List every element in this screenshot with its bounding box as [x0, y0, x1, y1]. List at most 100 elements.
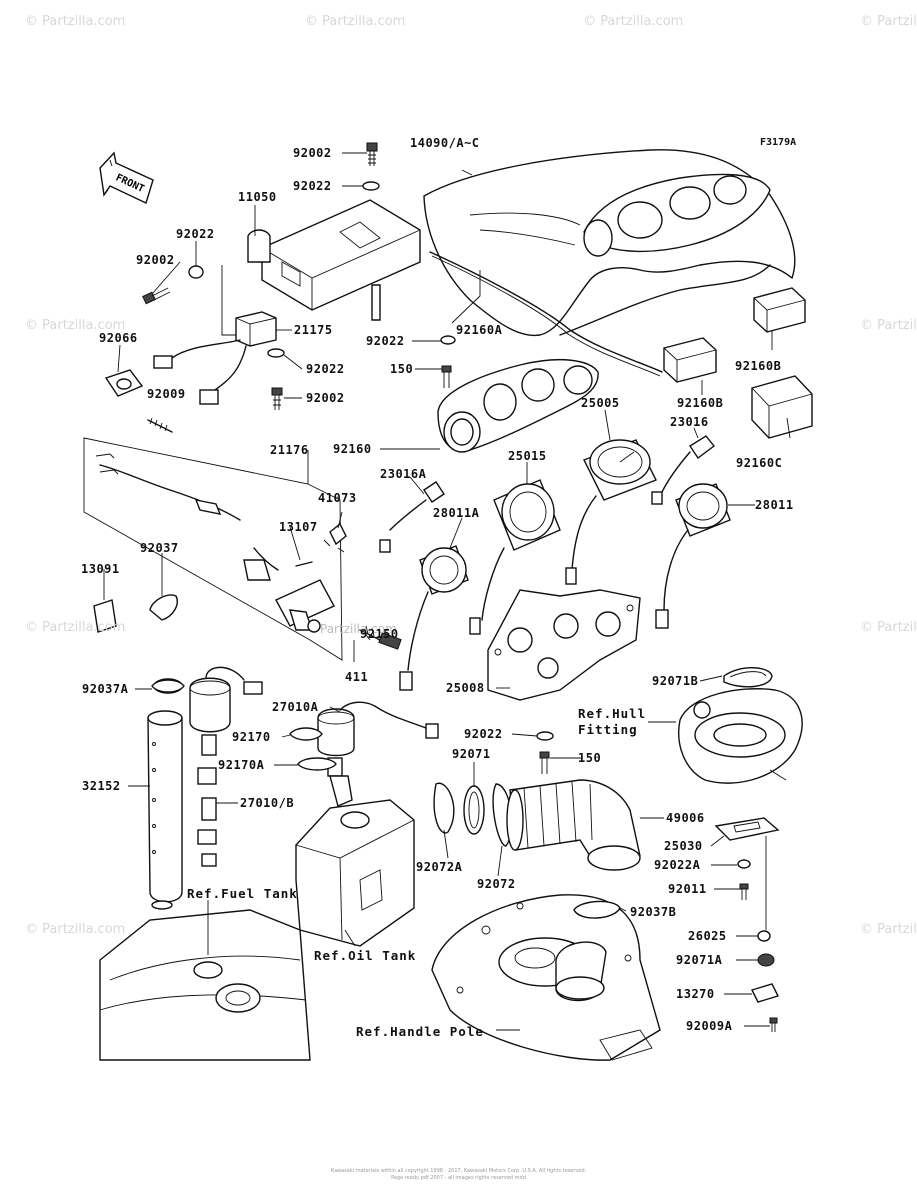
part-label: 92072: [477, 877, 516, 891]
gauge-25015: [469, 479, 561, 635]
part-label: 150: [578, 751, 602, 765]
part-label: 25030: [664, 839, 703, 853]
part-label: 92002: [306, 391, 345, 405]
watermark: © Partzilla.com: [860, 620, 917, 635]
part-label: 92022: [293, 179, 332, 193]
mount-bracket: [247, 199, 421, 321]
bolt-92002-mid-icon: [271, 387, 283, 410]
part-label: 11050: [238, 190, 277, 204]
ref-handle-pole-label: Ref.Handle Pole: [356, 1024, 484, 1039]
part-label: 25005: [581, 396, 620, 410]
grommet-92066: [104, 369, 144, 397]
clip-41073: [323, 522, 347, 553]
gauge-28011A: [399, 545, 469, 691]
part-label: 92037A: [82, 682, 129, 696]
part-label: 27010A: [272, 700, 319, 714]
part-label: 27010/B: [240, 796, 295, 810]
part-label: 92071A: [676, 953, 723, 967]
part-label: 92071: [452, 747, 491, 761]
screw-92009-icon: [147, 417, 173, 433]
gasket-plate-25008: [487, 589, 641, 701]
part-label: 92022: [464, 727, 503, 741]
part-label: 23016A: [380, 467, 427, 481]
fuel-tank: [99, 909, 311, 1061]
watermark: © Partzilla.com: [25, 14, 126, 29]
part-label: 92160A: [456, 323, 503, 337]
watermark: © Partzilla.com: [25, 922, 126, 937]
handle-pole: [431, 894, 661, 1061]
part-label: 92160: [333, 442, 372, 456]
part-label: 92037: [140, 541, 179, 555]
part-label: 14090/A~C: [410, 136, 480, 150]
ref-hull-label: Ref.Hull: [578, 706, 647, 721]
part-label: 92022: [366, 334, 405, 348]
part-label: 92022: [306, 362, 345, 376]
part-label: 28011A: [433, 506, 480, 520]
filler-tube-32152: [147, 678, 183, 910]
foam-pads: [663, 287, 813, 439]
bolt-92002-top-icon: [366, 142, 378, 166]
clamp-92037A-icon: [151, 679, 185, 693]
washer-92022-left-icon: [188, 265, 204, 279]
bellows-49006: [506, 779, 641, 871]
watermark-center: Partzilla.com: [320, 622, 397, 636]
part-label: 92071B: [652, 674, 699, 688]
part-label: 25008: [446, 681, 485, 695]
part-label: 92022: [176, 227, 215, 241]
watermark: © Partzilla.com: [583, 14, 684, 29]
part-label: 92002: [136, 253, 175, 267]
part-label: 92002: [293, 146, 332, 160]
part-label: 92160B: [735, 359, 782, 373]
washer-92022-top-icon: [362, 181, 380, 191]
cap-26025-icon: [757, 930, 771, 942]
part-label: 92150: [360, 627, 399, 641]
oil-tank: [295, 799, 415, 947]
part-label: 92160C: [736, 456, 783, 470]
switch-25030: [714, 817, 780, 841]
hull-fitting: [678, 667, 803, 784]
front-arrow-icon: FRONT: [99, 151, 154, 204]
part-label: 13107: [279, 520, 318, 534]
washer-92022A-icon: [737, 859, 751, 869]
leader-lines: [103, 152, 791, 1031]
ring-92072A: [433, 782, 455, 834]
pad-13091: [93, 599, 117, 633]
part-label: 21175: [294, 323, 333, 337]
screw-92011-icon: [739, 883, 749, 900]
seal-strip: [429, 251, 663, 373]
part-label: 28011: [755, 498, 794, 512]
part-label: 41073: [318, 491, 357, 505]
part-label: 13270: [676, 987, 715, 1001]
clamp-92170-icon: [289, 727, 323, 741]
part-label: 49006: [666, 811, 705, 825]
band-92037-icon: [149, 594, 178, 621]
part-label: 150: [390, 362, 414, 376]
ref-oil-tank-label: Ref.Oil Tank: [314, 948, 417, 963]
plate-13270-icon: [751, 983, 779, 1003]
copyright-line: Kawasaki materials within all copyright …: [330, 1168, 587, 1174]
part-label: 13091: [81, 562, 120, 576]
watermark: © Partzilla.com: [860, 922, 917, 937]
ref-fuel-tank-label: Ref.Fuel Tank: [187, 886, 298, 901]
copyright-line: Page ready pdf 2007 - all images rights …: [391, 1175, 526, 1181]
sensor-23016A: [379, 481, 445, 553]
part-label: 92009: [147, 387, 186, 401]
grommet-92071A-icon: [757, 953, 775, 967]
diagram-code: F3179A: [760, 137, 797, 148]
gauge-holder-92160: [437, 358, 599, 453]
part-label: 92009A: [686, 1019, 733, 1033]
watermark: © Partzilla.com: [25, 620, 126, 635]
watermark: © Partzilla.com: [860, 318, 917, 333]
screw-150-b-icon: [539, 751, 550, 774]
part-label: 32152: [82, 779, 121, 793]
part-label: 92037B: [630, 905, 677, 919]
part-label: 23016: [670, 415, 709, 429]
gauge-25005: [565, 439, 657, 585]
grommet-92071: [463, 785, 485, 835]
part-label: 92011: [668, 882, 707, 896]
ref-hull-label-2: Fitting: [578, 722, 638, 737]
part-label: 411: [345, 670, 369, 684]
screw-92009A-icon: [769, 1017, 778, 1032]
screw-150-a-icon: [441, 365, 452, 388]
